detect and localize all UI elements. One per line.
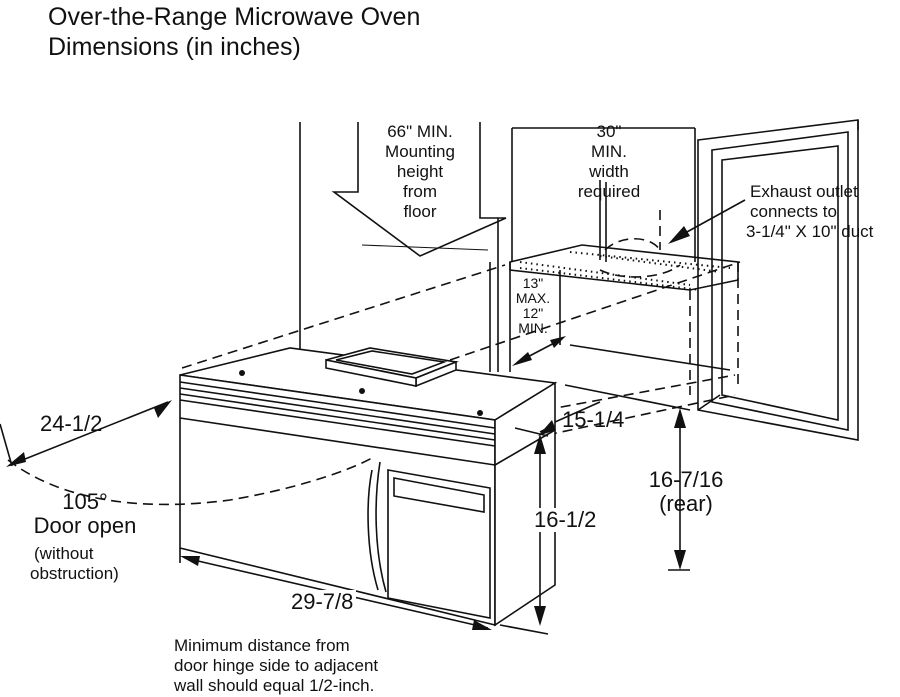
width-required-line-4: required [577,182,641,201]
dim-24-1-2 [6,400,172,467]
mount-height-line-3: height [396,162,444,181]
cabinet-depth-line-2: MAX. [515,290,551,306]
mount-height-line-5: floor [403,202,437,221]
door-note-line-1: (without [34,544,94,563]
depth-front-label: 24-1/2 [40,411,103,436]
title-text: Over-the-Range Microwave Oven Dimensions… [48,2,420,62]
cabinet-depth-line-1: 13" [522,275,544,291]
width-required-line-2: MIN. [591,142,627,161]
title-line-2: Dimensions (in inches) [48,33,301,61]
microwave-body [179,347,558,627]
exhaust-line-3: 3-1/4" X 10" duct [746,222,874,241]
hinge-note-line-3: wall should equal 1/2-inch. [174,676,375,695]
title-line-1: Over-the-Range Microwave Oven [48,3,421,31]
hinge-note-line-1: Minimum distance from [174,636,350,655]
door-open-line-2: Door open [33,513,137,538]
door-swing [0,423,373,506]
exhaust-label: Exhaust outlet connects to 3-1/4" X 10" … [746,182,873,242]
dim-cabinet-depth [512,336,566,366]
depth-mid-label: 15-1/4 [562,407,625,432]
width-required-line-1: 30" [596,122,622,141]
door-note-line-2: obstruction) [30,564,119,583]
dim-16-7-16 [668,408,690,571]
exhaust-line-2: connects to [750,202,837,221]
door-open-label: 105° Door open [26,490,144,538]
wall-lines [299,122,696,372]
door-open-line-1: 105° [62,489,108,514]
cabinet-depth-line-4: MIN. [518,320,548,336]
door-note-label: (without obstruction) [30,544,119,584]
cabinet-depth-label: 13" MAX. 12" MIN. [510,276,556,336]
mount-height-line-2: Mounting [385,142,455,161]
cabinet-depth-line-3: 12" [522,305,544,321]
rear-height-label: 16-7/16 (rear) [636,468,736,516]
mount-height-line-4: from [403,182,437,201]
mount-height-line-1: 66" MIN. [387,122,453,141]
width-label: 29-7/8 [288,590,357,614]
side-wall [697,119,859,441]
rear-height-line-2: (rear) [659,491,713,516]
hinge-note-label: Minimum distance from door hinge side to… [174,636,378,696]
dim-15-1-4 [538,384,691,436]
cabinet-outline [509,262,739,395]
hinge-note-line-2: door hinge side to adjacent [174,656,379,675]
mount-height-arrow [331,122,507,257]
width-required-line-3: width [589,162,629,181]
exhaust-line-1: Exhaust outlet [750,182,858,201]
width-required-label: 30" MIN. width required [566,122,652,202]
rear-height-line-1: 16-7/16 [648,467,724,492]
mount-height-label: 66" MIN. Mounting height from floor [372,122,468,222]
height-label: 16-1/2 [532,507,599,532]
